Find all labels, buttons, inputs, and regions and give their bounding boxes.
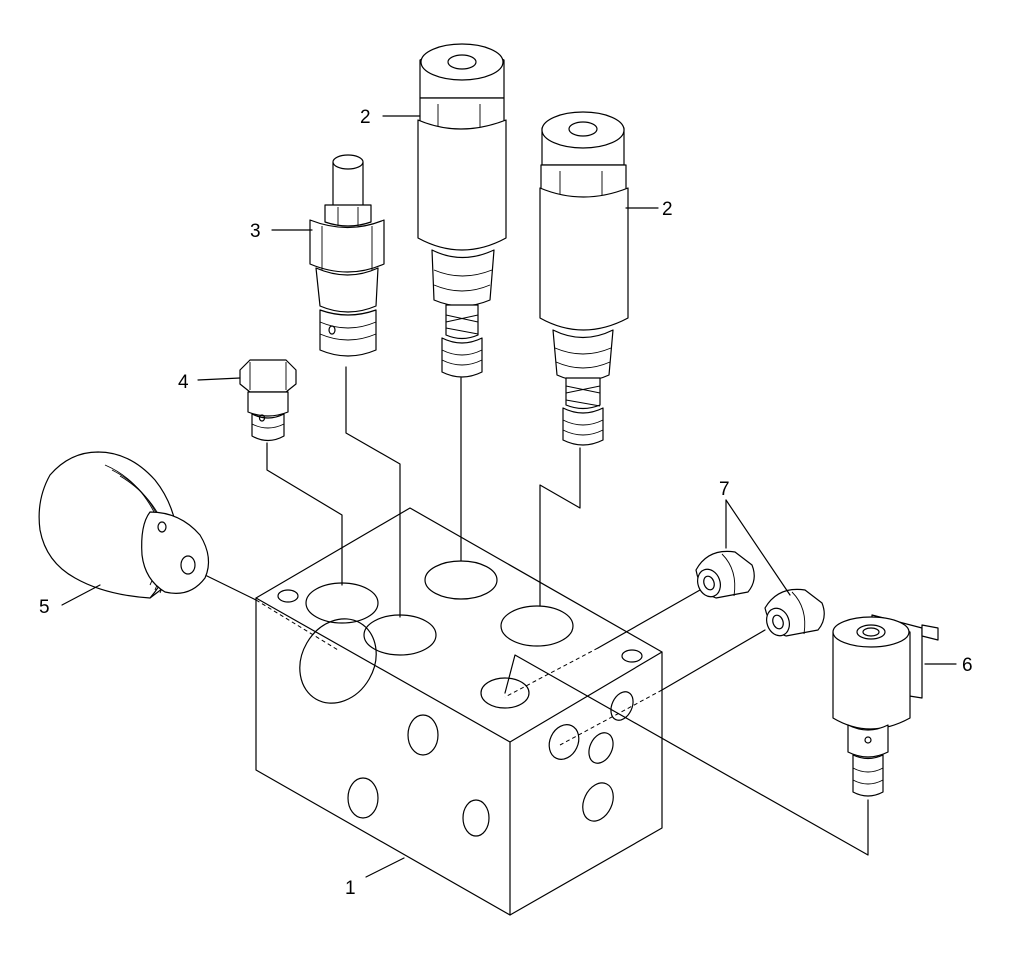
fitting-7-b — [764, 588, 825, 637]
callout-2-left: 2 — [360, 107, 371, 128]
callout-7: 7 — [719, 479, 730, 500]
callout-leaders — [61, 115, 957, 878]
plug-4 — [239, 359, 297, 442]
callout-4: 4 — [178, 372, 189, 393]
callout-2-right: 2 — [662, 199, 673, 220]
relief-valve-3 — [309, 154, 385, 357]
accumulator-5 — [38, 451, 210, 599]
fitting-7-a — [695, 550, 755, 599]
solenoid-valve-6 — [832, 614, 939, 797]
callout-5: 5 — [39, 597, 50, 618]
callout-3: 3 — [250, 221, 261, 242]
cartridge-valve-2-left — [417, 43, 507, 378]
assembly-leaders — [204, 366, 869, 856]
callout-1: 1 — [345, 878, 356, 899]
manifold-block — [255, 507, 663, 916]
cartridge-valve-2-right — [539, 111, 629, 446]
callout-6: 6 — [962, 655, 973, 676]
